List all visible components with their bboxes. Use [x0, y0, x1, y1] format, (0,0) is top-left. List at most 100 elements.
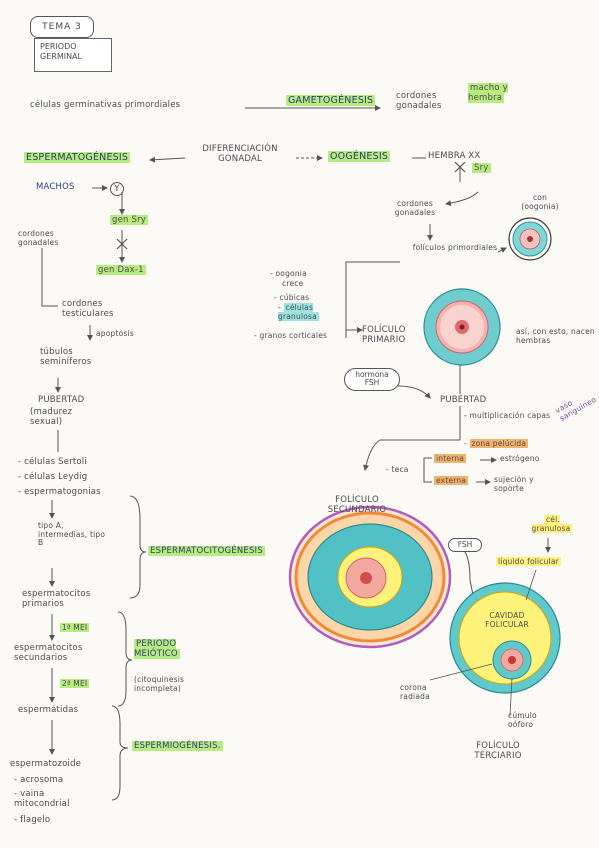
corona-radiada-label: corona radiada [400, 683, 430, 701]
sry-right-label: Sry [472, 163, 491, 174]
flagelo-text: flagelo [20, 815, 51, 825]
teca-branch [423, 457, 432, 483]
espermatocitogenesis-text: ESPERMATOCITOGÉNESIS [148, 546, 265, 556]
citoquinesis-label: (citoquinesis incompleta) [134, 675, 185, 693]
arrow-hormona-pubertad [397, 385, 431, 399]
sujecion-label: sujeción y soporte [494, 475, 534, 493]
celulas-germinativas-label: células germinativas primordiales [30, 100, 181, 110]
acrosoma-text: acrosoma [20, 775, 64, 785]
madurez-sexual-label: (madurez sexual) [30, 407, 73, 427]
flagelo-label: - flagelo [14, 815, 51, 825]
bracket-espermiogenesis [111, 705, 129, 801]
gen-dax-text: gen Dax-1 [96, 265, 146, 275]
foliculo-secundario-label: FOLÍCULO SECUNDARIO [327, 495, 387, 515]
apoptosis-label: apoptosis [96, 329, 134, 338]
periodo-meiotico-label: PERIODO MEIÓTICO [134, 639, 204, 660]
gen-sry-text: gen Sry [110, 215, 149, 225]
gametogenesis-label: GAMETOGÉNESIS [286, 95, 376, 107]
macho-hembra-text: macho y hembra [468, 83, 508, 103]
arrow-to-cordones-r [445, 191, 479, 207]
celulas-granulosa-label: - células granulosa [278, 303, 319, 321]
teca-label: - teca [386, 465, 409, 474]
hormona-fsh-text: hormona FSH [355, 370, 389, 388]
macho-hembra-label: macho y hembra [468, 83, 538, 104]
pubertad-right-label: PUBERTAD [440, 395, 487, 405]
oogonia-label: - oogonia [270, 269, 307, 278]
espermiogenesis-text: ESPERMIOGÉNESIS. [132, 741, 223, 751]
bracket-espermatocitogenesis [129, 495, 147, 599]
tubulos-seminiferos-label: túbulos seminíferos [40, 347, 92, 367]
meiosis2-text: 2ª MEI [60, 679, 90, 688]
gametogenesis-text: GAMETOGÉNESIS [286, 95, 376, 106]
hembra-xx-label: HEMBRA XX [428, 151, 481, 161]
espermatocitogenesis-label: ESPERMATOCITOGÉNESIS [148, 546, 265, 557]
foliculo-terciario-figure [449, 582, 561, 694]
oogenesis-text: OOGÉNESIS [328, 151, 391, 162]
arrow-to-secundario [363, 439, 460, 471]
multiplicacion-text: multiplicación capas [469, 411, 551, 420]
arrow-to-oogonia-cell [497, 247, 507, 253]
tipos-label: tipo A, intermedias, tipo B [38, 521, 106, 548]
foliculos-primordiales-label: folículos primordiales [412, 243, 498, 252]
leader-liquido [525, 569, 537, 601]
bracket-meiotico [117, 611, 133, 707]
zona-pelucida-text: zona pelúcida [469, 439, 529, 448]
foliculo-primario-label: FOLÍCULO PRIMARIO [362, 325, 406, 345]
cel-granulosa-label: cél. granulosa [524, 515, 580, 533]
hormona-fsh-pill: hormona FSH [344, 368, 400, 391]
espermatidas-label: espermátidas [18, 705, 79, 715]
espermatogonias-label: - espermatogonias [18, 487, 101, 497]
con-oogonia-label: con (oogonia) [521, 193, 559, 211]
crece-label: crece [282, 279, 304, 288]
cubicas-text: cúbicas [279, 293, 310, 302]
oogenesis-label: OOGÉNESIS [328, 151, 391, 163]
page-title: TEMA 3 [30, 16, 94, 38]
espermatozoide-label: espermatozoide [10, 759, 82, 769]
zona-pelucida-label: - zona pelúcida [464, 439, 529, 448]
fsh-pill: FSH [448, 538, 482, 553]
celulas-sertoli-text: células Sertoli [24, 457, 87, 467]
page-subtitle: PERIODO GERMINAL [34, 38, 112, 72]
arrow-to-espermatogenesis [149, 156, 186, 163]
fsh-text: FSH [457, 540, 473, 549]
gen-sry-label: gen Sry [110, 215, 149, 226]
leader-corona [429, 663, 493, 681]
espermatocitos-primarios-label: espermatocitos primarios [22, 589, 91, 609]
foliculo-secundario-figure [288, 505, 452, 649]
sry-right-text: Sry [472, 163, 491, 173]
vaina-text: vaina mitocondrial [14, 789, 70, 809]
celulas-sertoli-label: - células Sertoli [18, 457, 87, 467]
line-cordones-testiculares [41, 248, 58, 307]
liquido-folicular-label: líquido folicular [496, 557, 561, 567]
espermatogonias-text: espermatogonias [24, 487, 101, 497]
liquido-text: líquido folicular [496, 557, 561, 566]
cubicas-label: - cúbicas [274, 293, 310, 302]
leader-cumulo [509, 677, 513, 717]
cumulo-ooforo-label: cúmulo oóforo [508, 711, 537, 729]
teca-text: teca [391, 465, 409, 474]
arrow-sec-terciario [449, 546, 476, 601]
cordones-testiculares-label: cordones testiculares [62, 299, 114, 319]
foliculo-terciario-label: FOLÍCULO TERCIARIO [474, 741, 522, 761]
acrosoma-label: - acrosoma [14, 775, 64, 785]
espermatogenesis-label: ESPERMATOGÉNESIS [24, 152, 131, 164]
page-title-text: TEMA 3 [42, 22, 82, 32]
celulas-leydig-text: células Leydig [24, 472, 88, 482]
celulas-granulosa-text: células granulosa [278, 303, 319, 321]
espermiogenesis-label: ESPERMIOGÉNESIS. [132, 741, 223, 752]
cordones-gonadales-right: cordones gonadales [394, 199, 436, 217]
estrogeno-label: estrógeno [500, 454, 540, 463]
machos-label: MACHOS [36, 182, 75, 192]
externa-label: externa [434, 476, 469, 486]
pubertad-left-label: PUBERTAD [38, 395, 85, 405]
meiosis1-text: 1ª MEI [60, 623, 90, 632]
externa-text: externa [434, 476, 469, 485]
meiosis2-label: 2ª MEI [60, 679, 90, 689]
interna-text: interna [434, 454, 467, 463]
cordones-gonadales-left: cordones gonadales [18, 229, 59, 247]
granos-corticales-text: granos corticales [259, 331, 328, 340]
inhibit-right-2 [454, 161, 466, 173]
granos-corticales-label: - granos corticales [254, 331, 328, 340]
gen-dax-label: gen Dax-1 [96, 265, 146, 276]
